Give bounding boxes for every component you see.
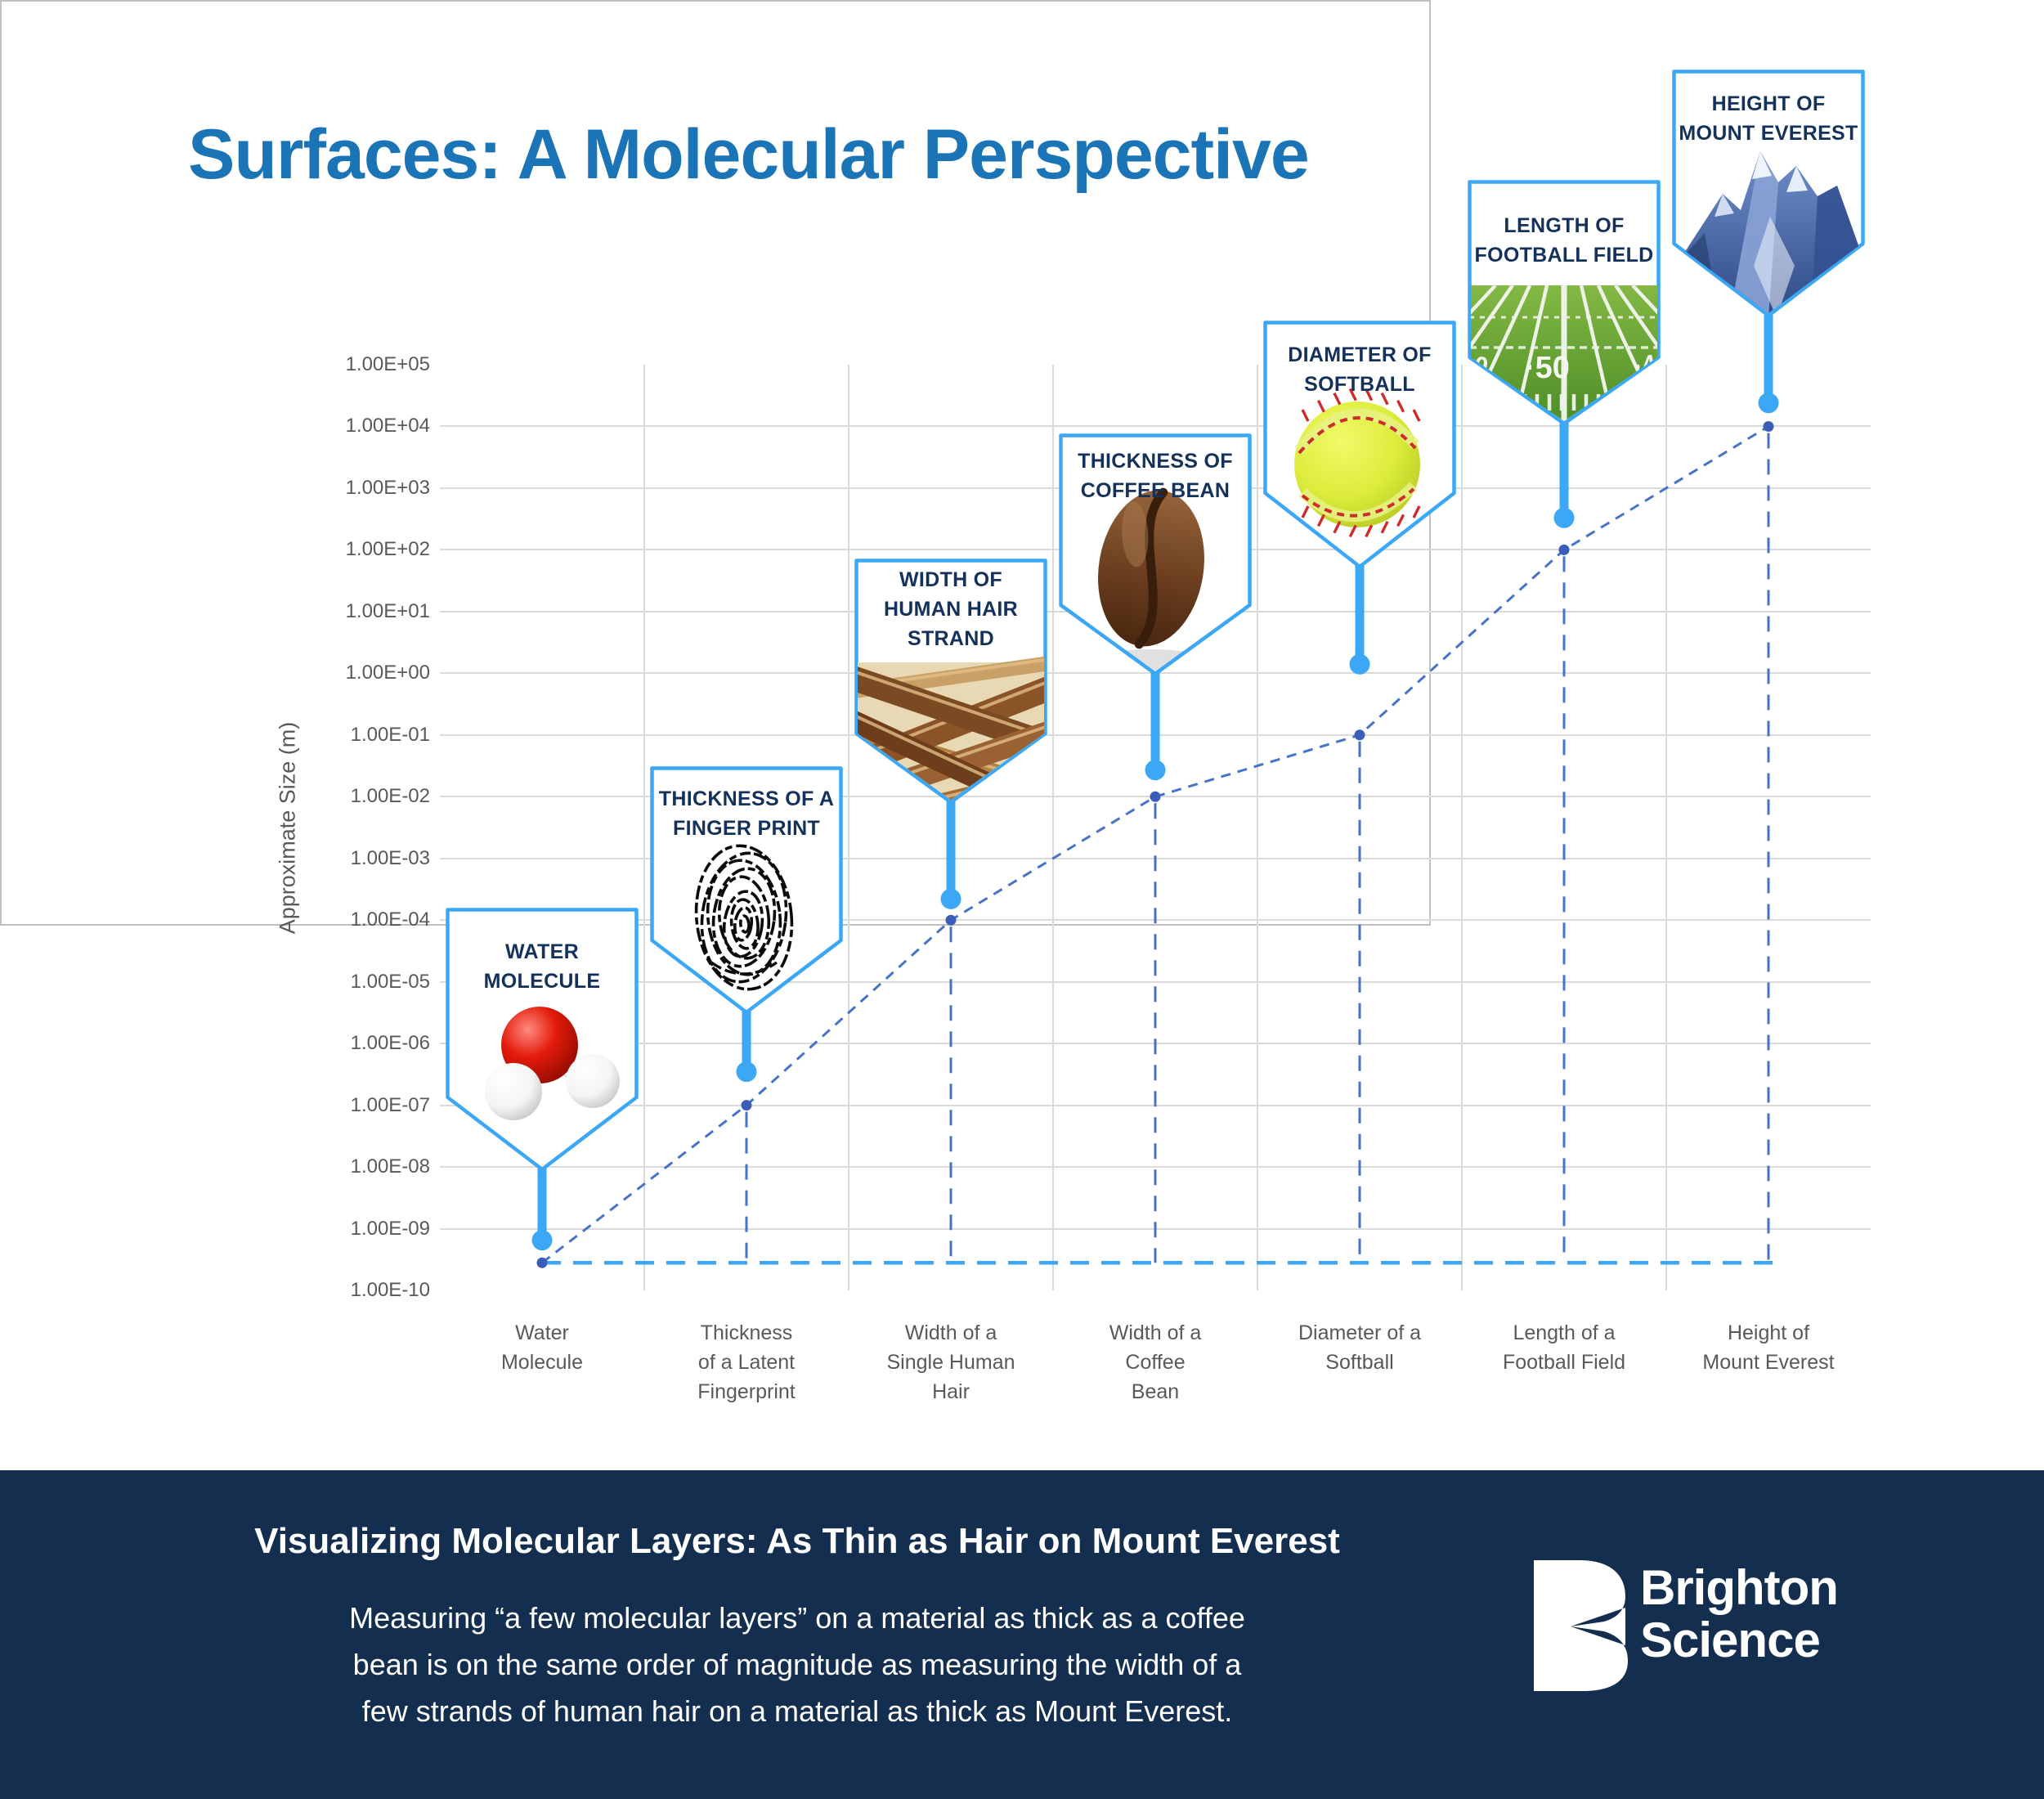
data-point-water (536, 1257, 548, 1268)
x-axis-label-coffee: Width of a Coffee Bean (1109, 1321, 1202, 1403)
h-gridline (440, 672, 1871, 675)
brighton-science-logo: Brighton Science (1534, 1560, 1910, 1699)
y-axis-title: Approximate Size (m) (275, 721, 300, 935)
y-axis-tick-label: 1.00E-07 (350, 1093, 430, 1116)
y-axis-tick-label: 1.00E+01 (345, 599, 430, 622)
v-gridline (643, 365, 645, 1290)
footer-band (0, 1470, 2044, 1799)
logo-word-brighton: Brighton (1640, 1560, 1839, 1615)
callout-title-football: LENGTH OF FOOTBALL FIELD (1474, 214, 1654, 267)
h-gridline (440, 425, 1871, 428)
x-axis-label-softball: Diameter of a Softball (1298, 1321, 1422, 1374)
y-axis-tick-label: 1.00E-08 (350, 1155, 430, 1178)
footer-body-line: few strands of human hair on a material … (361, 1694, 1233, 1728)
callout-image-water (485, 1007, 620, 1120)
callout-title-hair: WIDTH OF HUMAN HAIR STRAND (883, 568, 1019, 650)
y-axis-tick-label: 1.00E-10 (350, 1279, 430, 1301)
callout-title-softball: DIAMETER OF SOFTBALL (1288, 343, 1432, 396)
h-gridline (440, 734, 1871, 736)
x-axis-label-fingerprint: Thickness of a Latent Fingerprint (697, 1321, 796, 1403)
x-axis-label-water: Water Molecule (500, 1321, 584, 1374)
h-gridline (440, 980, 1871, 983)
callout-title-fingerprint: THICKNESS OF A FINGER PRINT (658, 787, 835, 840)
y-axis-tick-label: 1.00E-09 (350, 1217, 430, 1240)
field-50-yard-text: ·50 (1525, 351, 1570, 385)
brighton-science-logo-text: Brighton Science (1640, 1560, 1839, 1667)
brighton-science-logo-icon (1534, 1560, 1628, 1691)
h-gridline (440, 549, 1871, 551)
x-axis-label-everest: Height of Mount Everest (1702, 1321, 1835, 1374)
x-axis-label-football: Length of a Football Field (1502, 1321, 1626, 1374)
h-gridline (440, 1043, 1871, 1045)
y-axis-tick-label: 1.00E-03 (350, 846, 430, 869)
y-axis-tick-label: 1.00E-01 (350, 723, 430, 746)
y-axis-tick-label: 1.00E+03 (345, 476, 430, 499)
footer-heading: Visualizing Molecular Layers: As Thin as… (254, 1521, 1340, 1561)
callout-pointer-dot-fingerprint (736, 1061, 757, 1083)
callout-title-coffee: THICKNESS OF COFFEE BEAN (1078, 450, 1233, 502)
logo-word-science: Science (1640, 1613, 1821, 1667)
y-axis-tick-label: 1.00E+05 (345, 353, 430, 375)
y-axis-tick-label: 1.00E+00 (345, 662, 430, 684)
y-axis-tick-label: 1.00E-06 (350, 1032, 430, 1055)
callout-pointer-dot-water (531, 1230, 553, 1251)
y-axis-tick-label: 1.00E+04 (345, 415, 430, 437)
page-title: Surfaces: A Molecular Perspective (188, 115, 1310, 194)
callout-pointer-dot-everest (1758, 393, 1779, 414)
callout-title-water: WATER MOLECULE (483, 940, 601, 993)
callout-pointer-dot-football (1553, 507, 1575, 528)
footer-body-line: bean is on the same order of magnitude a… (352, 1648, 1242, 1681)
v-gridline (1461, 365, 1463, 1290)
callout-title-everest: HEIGHT OF MOUNT EVEREST (1679, 92, 1858, 145)
y-axis-tick-label: 1.00E+02 (345, 538, 430, 561)
y-axis-tick-label: 1.00E-04 (350, 908, 430, 931)
h-gridline (440, 1104, 1871, 1106)
v-gridline (1665, 365, 1667, 1290)
footer-body-line: Measuring “a few molecular layers” on a … (349, 1601, 1245, 1635)
svg-text:0: 0 (1472, 352, 1490, 381)
h-gridline (440, 857, 1871, 859)
h-gridline (440, 1166, 1871, 1169)
v-gridline (1257, 365, 1258, 1290)
v-gridline (848, 365, 849, 1290)
v-gridline (1052, 365, 1054, 1290)
y-axis-tick-label: 1.00E-02 (350, 785, 430, 808)
svg-text:·4: ·4 (1632, 350, 1659, 381)
y-axis-tick-label: 1.00E-05 (350, 970, 430, 993)
h-gridline (440, 610, 1871, 612)
callout-image-everest (1679, 151, 1858, 313)
x-axis-label-hair: Width of a Single Human Hair (886, 1321, 1015, 1403)
h-gridline (440, 1227, 1871, 1230)
h-gridline (440, 919, 1871, 922)
